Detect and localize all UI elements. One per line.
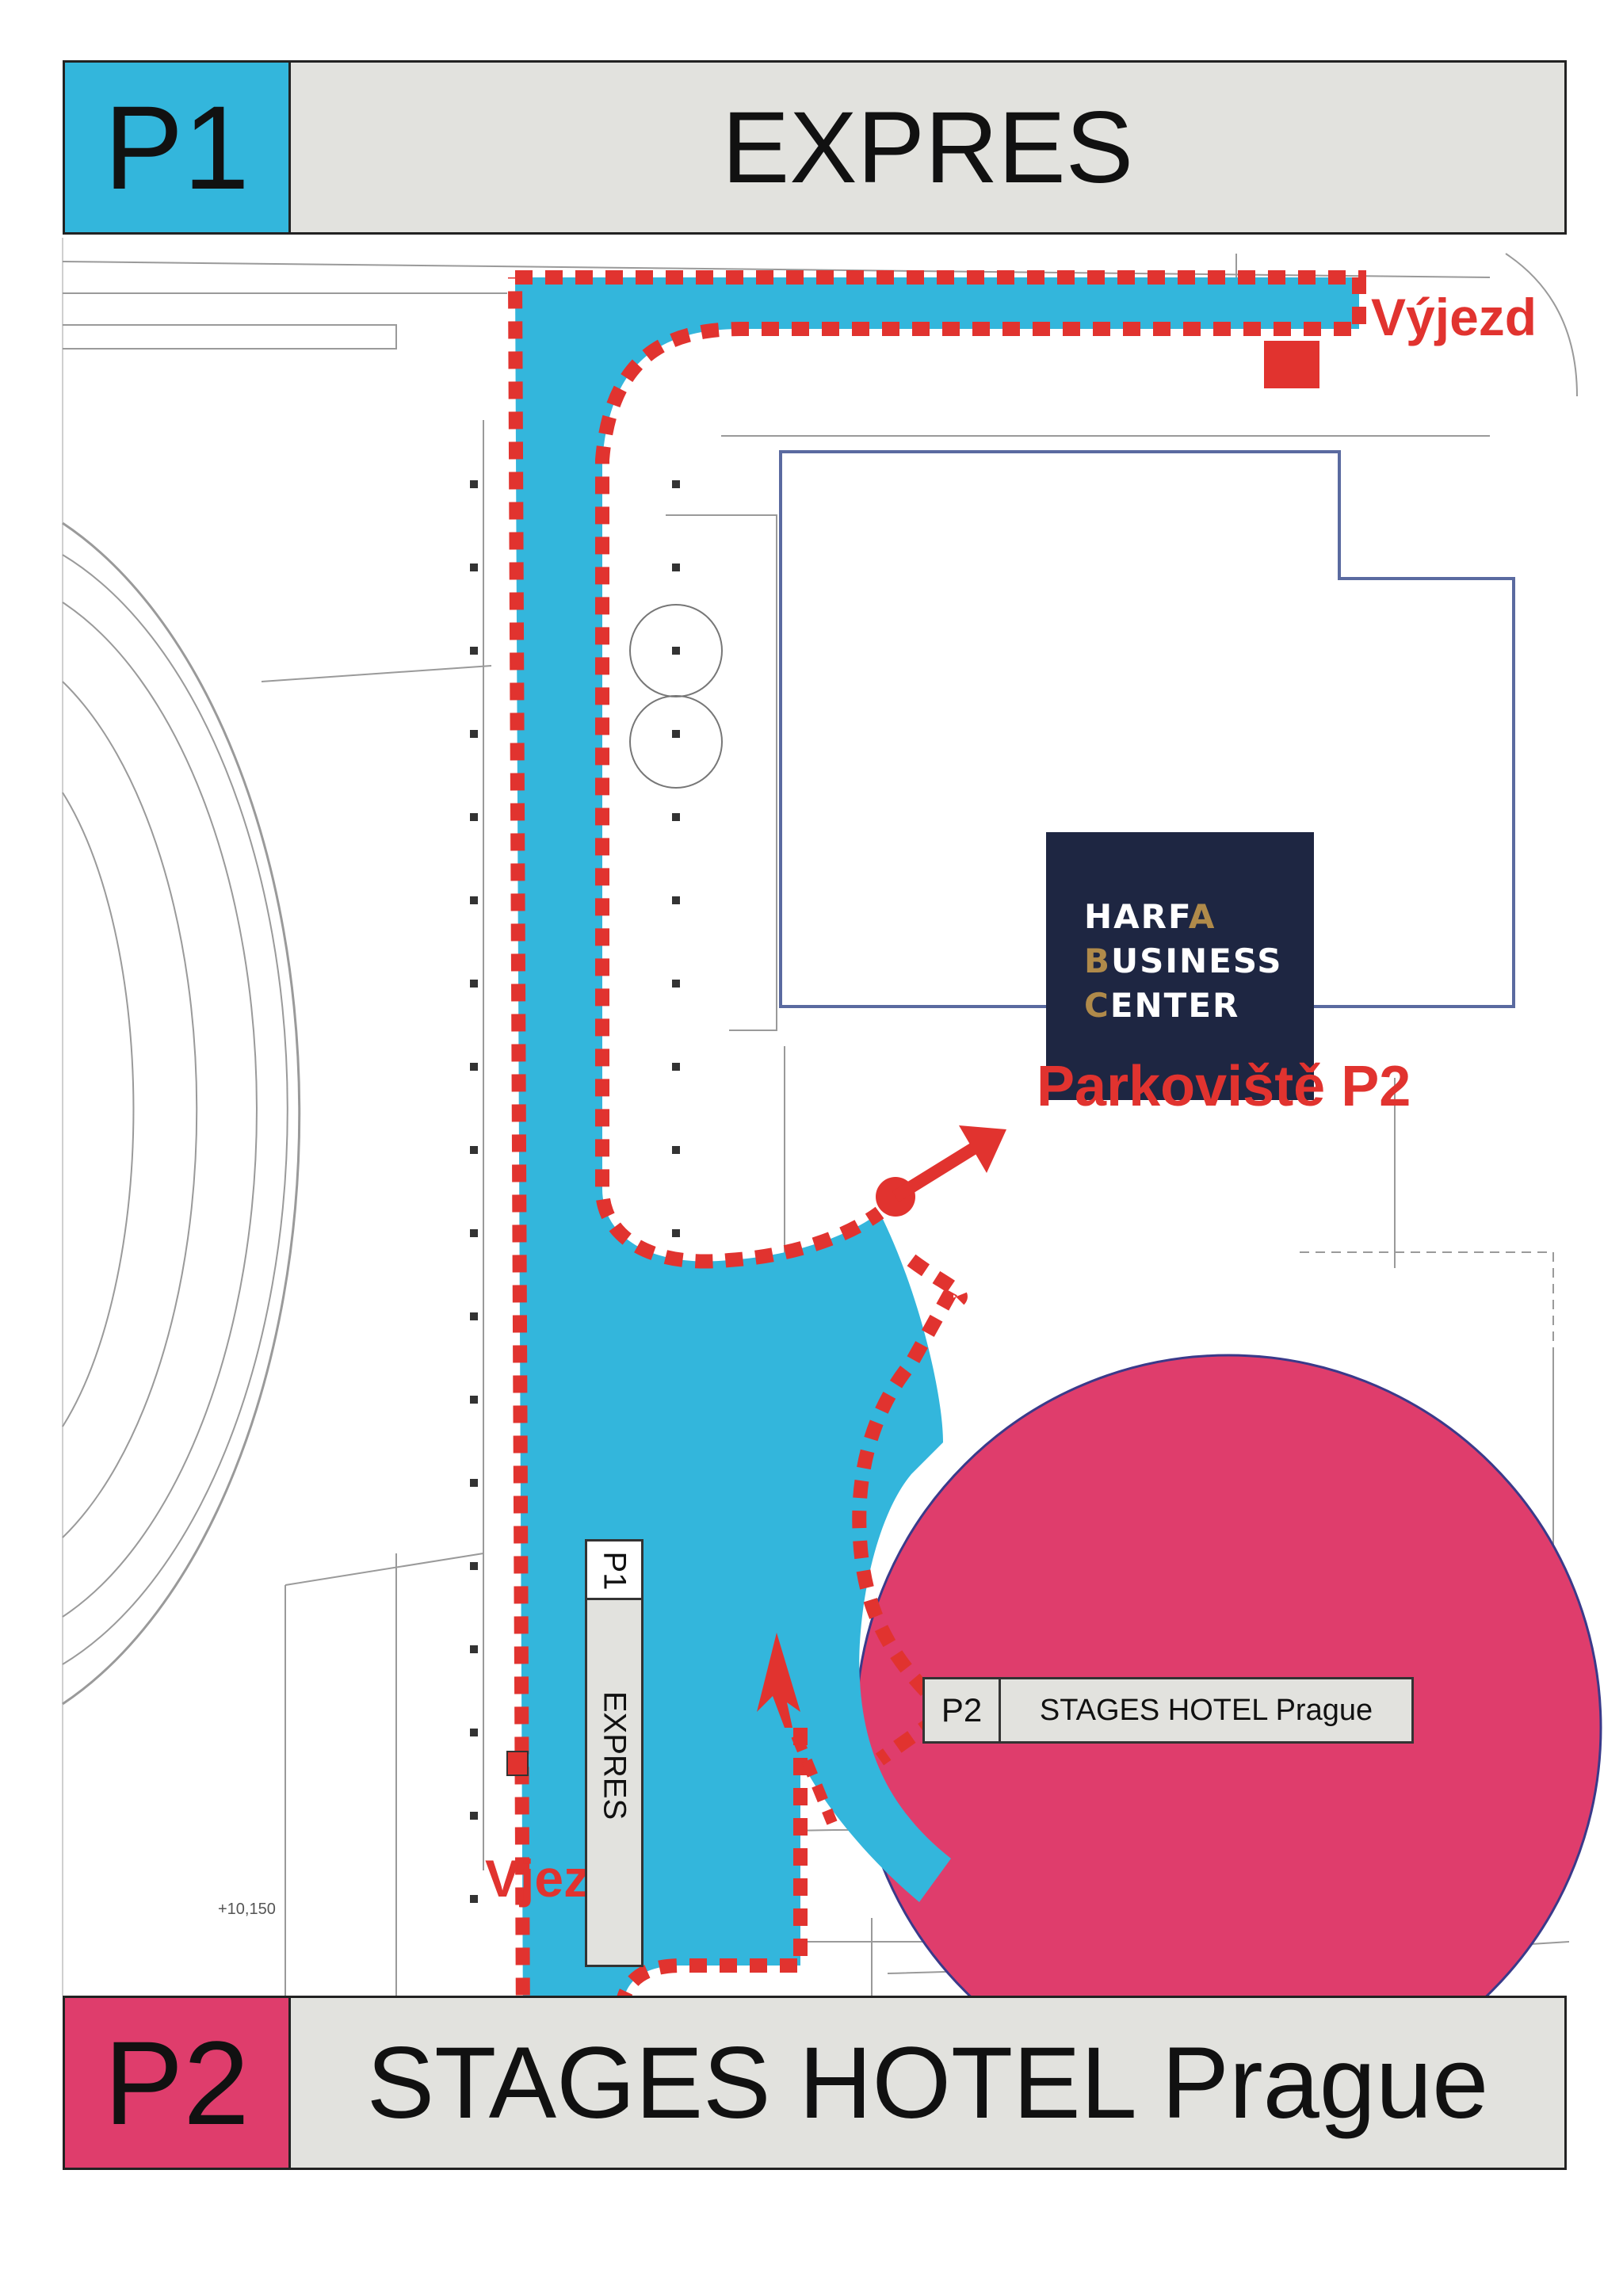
logo-line-2-rest: USINESS: [1111, 942, 1283, 980]
p2-parking-label: Parkoviště P2: [1037, 1055, 1411, 1118]
p1-express-area: [515, 277, 1359, 2029]
p2-parking-arrow: [892, 1140, 983, 1202]
p2-marker-code: P2: [925, 1679, 1001, 1741]
p1-marker-code-box: P1: [587, 1541, 641, 1600]
entry-arrow: [757, 1633, 800, 1728]
logo-line-1: HARFA: [1084, 897, 1216, 936]
harfa-business-center-logo: HARFA BUSINESS CENTER: [1046, 832, 1314, 1100]
p1-area-marker: P1 EXPRES: [585, 1539, 643, 1967]
exit-label: Výjezd: [1371, 288, 1537, 346]
p1-marker-name: EXPRES: [597, 1690, 632, 1820]
exit-marker: [1264, 341, 1319, 388]
logo-line-1-prefix: HARF: [1084, 897, 1189, 936]
logo-line-2-accent: B: [1084, 942, 1112, 980]
logo-line-2: BUSINESS: [1084, 942, 1282, 980]
p1-code-badge: P1: [65, 63, 291, 232]
p2-code-badge: P2: [65, 1998, 291, 2168]
logo-line-3: CENTER: [1084, 986, 1239, 1025]
harfa-building-outline: [779, 450, 1515, 1008]
site-map: +10,150 HARFA BUSINESS CENTER Výjezd Vje…: [0, 238, 1623, 2102]
entry-marker: [506, 1751, 529, 1776]
p1-route-boundary: [508, 270, 1366, 2036]
p2-hotel-area: [854, 1354, 1602, 2102]
p2-name: STAGES HOTEL Prague: [291, 1998, 1564, 2168]
entry-lane-dashes: [791, 1733, 838, 1825]
p2-area-marker: P2 STAGES HOTEL Prague: [922, 1677, 1414, 1744]
level-annotation: +10,150: [218, 1901, 276, 1918]
p2-marker-name: STAGES HOTEL Prague: [1039, 1693, 1373, 1727]
logo-line-1-accent: A: [1188, 897, 1216, 936]
p1-header-banner: P1 EXPRES: [63, 60, 1567, 235]
tree-circles: [629, 604, 723, 789]
p1-marker-code: P1: [597, 1551, 632, 1591]
logo-line-3-rest: ENTER: [1109, 986, 1240, 1025]
logo-line-3-accent: C: [1084, 986, 1110, 1025]
p2-parking-arrowhead: [959, 1125, 1006, 1173]
p2-header-banner: P2 STAGES HOTEL Prague: [63, 1996, 1567, 2170]
p1-name: EXPRES: [291, 63, 1564, 232]
